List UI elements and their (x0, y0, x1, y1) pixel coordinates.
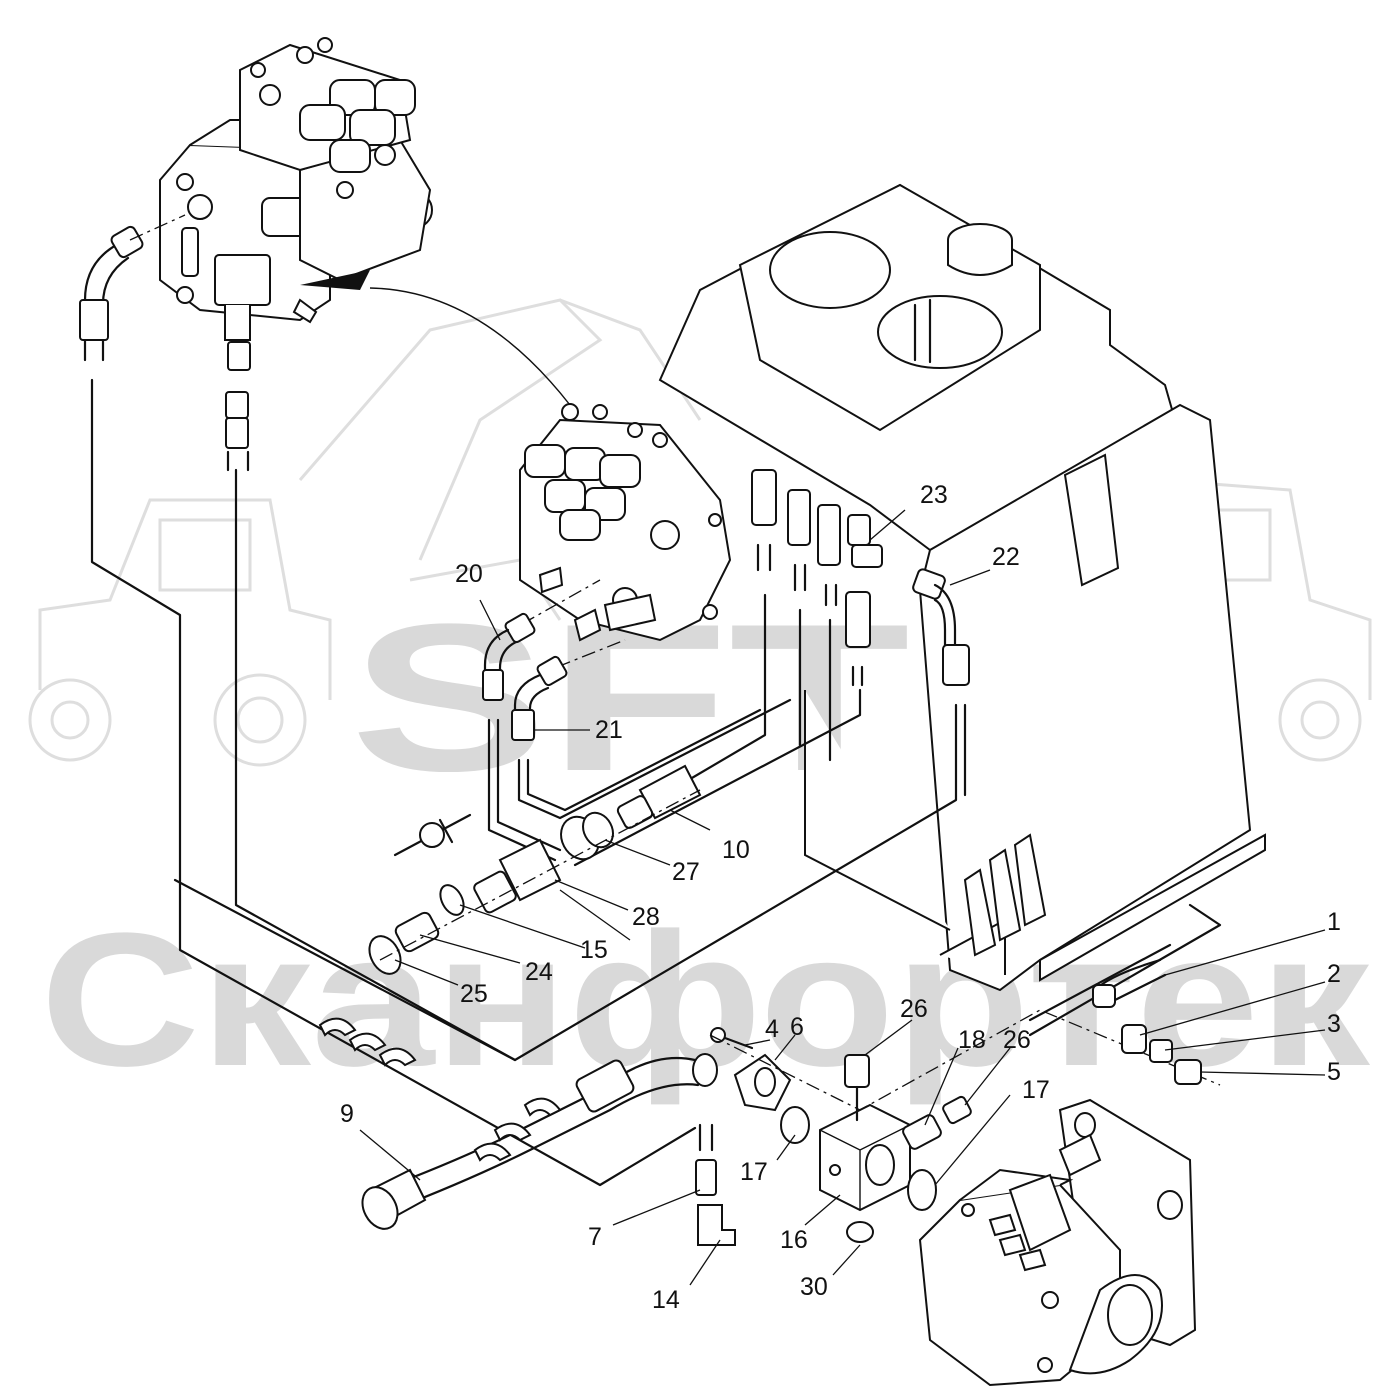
o-ring-17-right (907, 1169, 937, 1211)
bolt-4 (710, 1027, 754, 1050)
watermark-tractor-left (28, 498, 332, 767)
hose-left-upper (79, 214, 186, 362)
callout-labels: 1 2 3 4 5 6 7 9 10 14 15 16 17 17 18 20 … (340, 481, 1341, 1314)
fitting-24 (394, 911, 440, 953)
callout-28: 28 (632, 903, 660, 931)
callout-25: 25 (460, 980, 488, 1008)
upper-control-valve (159, 37, 433, 341)
callout-18: 18 (958, 1026, 986, 1054)
callout-23: 23 (920, 481, 948, 509)
callout-17a: 17 (740, 1158, 768, 1186)
o-ring-17-left (780, 1106, 810, 1144)
callout-20: 20 (455, 560, 483, 588)
check-valve-symbol (393, 813, 472, 857)
fitting-2 (1121, 1024, 1147, 1054)
hose-21 (511, 655, 792, 820)
middle-control-valve (519, 403, 732, 642)
fitting-7 (695, 1123, 717, 1196)
fitting-3 (1149, 1039, 1173, 1063)
callout-3: 3 (1327, 1010, 1341, 1038)
long-lines (90, 378, 862, 1187)
hose-clamps (318, 1017, 562, 1162)
callout-15: 15 (580, 936, 608, 964)
callout-14: 14 (652, 1286, 680, 1314)
callout-5: 5 (1327, 1058, 1341, 1086)
leader-lines (359, 509, 1326, 1286)
upper-block-fittings (225, 341, 251, 472)
hydraulic-pump (918, 1098, 1197, 1387)
block-16 (819, 1103, 911, 1212)
callout-22: 22 (992, 543, 1020, 571)
hose-22 (173, 568, 970, 1062)
callout-1: 1 (1327, 908, 1341, 936)
dash-fittings (379, 789, 701, 961)
pilot-line-upper (369, 287, 571, 406)
washer-25 (368, 935, 402, 975)
callout-4: 4 (765, 1015, 779, 1043)
washer-15 (439, 884, 465, 916)
callout-27: 27 (672, 858, 700, 886)
dash-21 (556, 639, 626, 668)
callout-26b: 26 (1003, 1026, 1031, 1054)
elbow-14 (697, 1204, 736, 1246)
tank-fittings (751, 469, 883, 687)
hydraulic-tank (658, 183, 1266, 1037)
callout-2: 2 (1327, 960, 1341, 988)
callout-7: 7 (588, 1223, 602, 1251)
dash-20 (521, 579, 601, 625)
plug-30 (846, 1221, 874, 1243)
fitting-18 (902, 1114, 942, 1150)
callout-30: 30 (800, 1273, 828, 1301)
callout-10: 10 (722, 836, 750, 864)
callout-9: 9 (340, 1100, 354, 1128)
hose-1 (1092, 958, 1167, 1008)
callout-6: 6 (790, 1013, 804, 1041)
callout-26a: 26 (900, 995, 928, 1023)
callout-17b: 17 (1022, 1076, 1050, 1104)
fitting-28 (473, 838, 562, 914)
fitting-26-top (844, 1054, 870, 1122)
fitting-5 (1174, 1059, 1202, 1085)
callout-16: 16 (780, 1226, 808, 1254)
fitting-26-right (942, 1095, 972, 1125)
callout-24: 24 (525, 958, 553, 986)
callout-21: 21 (595, 716, 623, 744)
